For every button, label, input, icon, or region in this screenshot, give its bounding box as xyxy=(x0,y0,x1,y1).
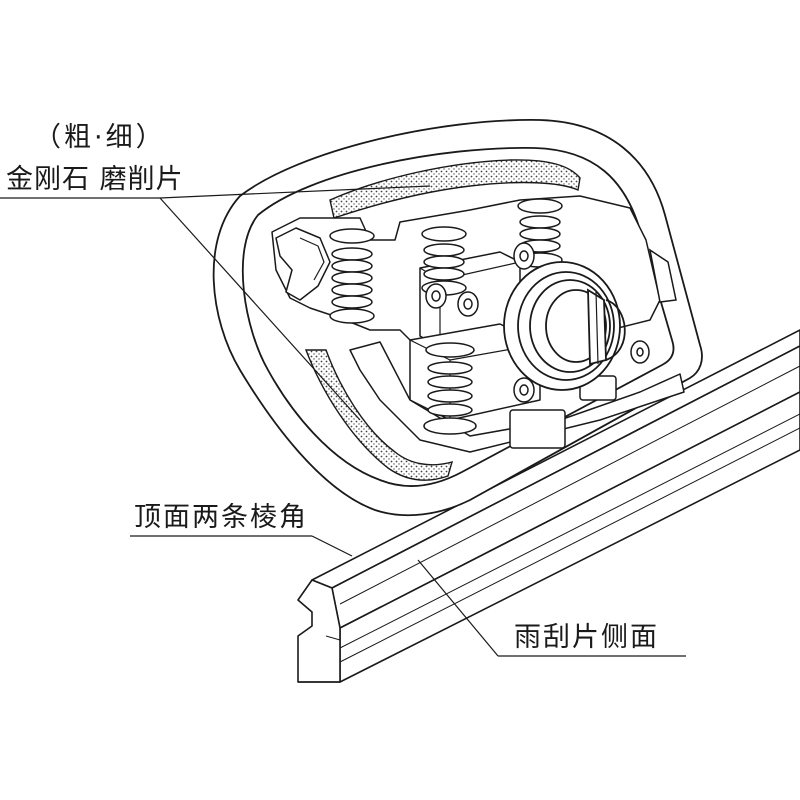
upper-grinding-pad xyxy=(329,159,581,219)
lower-grinding-pad xyxy=(304,349,454,481)
adjustment-knob xyxy=(503,261,626,391)
grit-grade-label: （粗·细） xyxy=(34,122,166,153)
diamond-pad-label: 金刚石 磨削片 xyxy=(6,164,184,195)
rollers xyxy=(425,242,650,403)
blade-side-label: 雨刮片侧面 xyxy=(514,622,659,653)
blade-end-profile xyxy=(297,579,341,683)
pad-leader-upper xyxy=(159,185,431,199)
spring-lower xyxy=(423,342,477,435)
blade-side-leader xyxy=(417,559,499,657)
spring-left xyxy=(329,228,375,324)
springs xyxy=(329,198,563,435)
top-edges-leader xyxy=(311,535,353,557)
leader-lines xyxy=(0,185,686,657)
shell-window xyxy=(648,248,677,303)
left-clip xyxy=(275,227,331,301)
spring-center xyxy=(421,226,467,296)
top-edges-label: 顶面两条棱角 xyxy=(134,502,308,533)
pad-leader-lower xyxy=(159,197,361,421)
